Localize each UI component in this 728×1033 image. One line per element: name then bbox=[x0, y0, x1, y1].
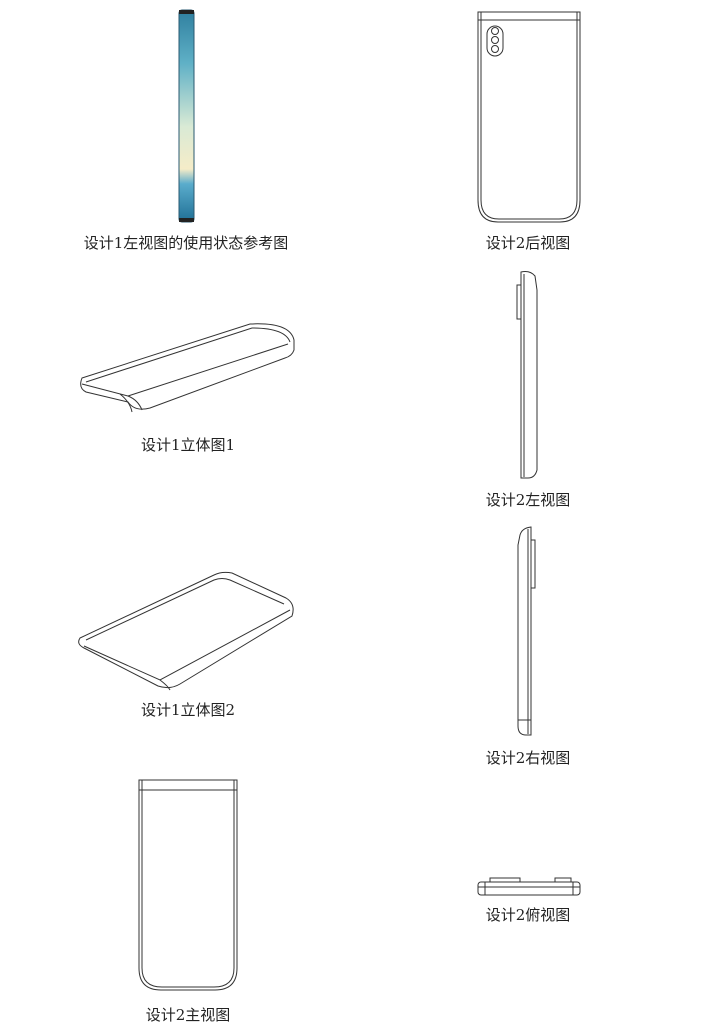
caption-d2-top-view: 设计2俯视图 bbox=[485, 906, 571, 924]
caption-d1-left-use-view: 设计1左视图的使用状态参考图 bbox=[83, 234, 289, 252]
caption-d2-front-view: 设计2主视图 bbox=[145, 1006, 231, 1024]
figure-d2-top-view bbox=[477, 877, 581, 896]
figure-d2-back-view bbox=[477, 11, 581, 223]
caption-d1-isometric-2: 设计1立体图2 bbox=[140, 701, 236, 719]
caption-d2-right-view: 设计2右视图 bbox=[485, 749, 571, 767]
caption-d1-isometric-1: 设计1立体图1 bbox=[140, 436, 236, 454]
figure-d1-isometric-1 bbox=[80, 323, 295, 413]
figure-d2-right-view bbox=[517, 526, 536, 736]
figure-d2-front-view bbox=[138, 779, 238, 991]
caption-d2-back-view: 设计2后视图 bbox=[485, 234, 571, 252]
figure-d2-left-view bbox=[516, 271, 538, 479]
figure-d1-left-use-view bbox=[178, 9, 195, 223]
figure-d1-isometric-2 bbox=[78, 571, 294, 691]
caption-d2-left-view: 设计2左视图 bbox=[485, 491, 571, 509]
